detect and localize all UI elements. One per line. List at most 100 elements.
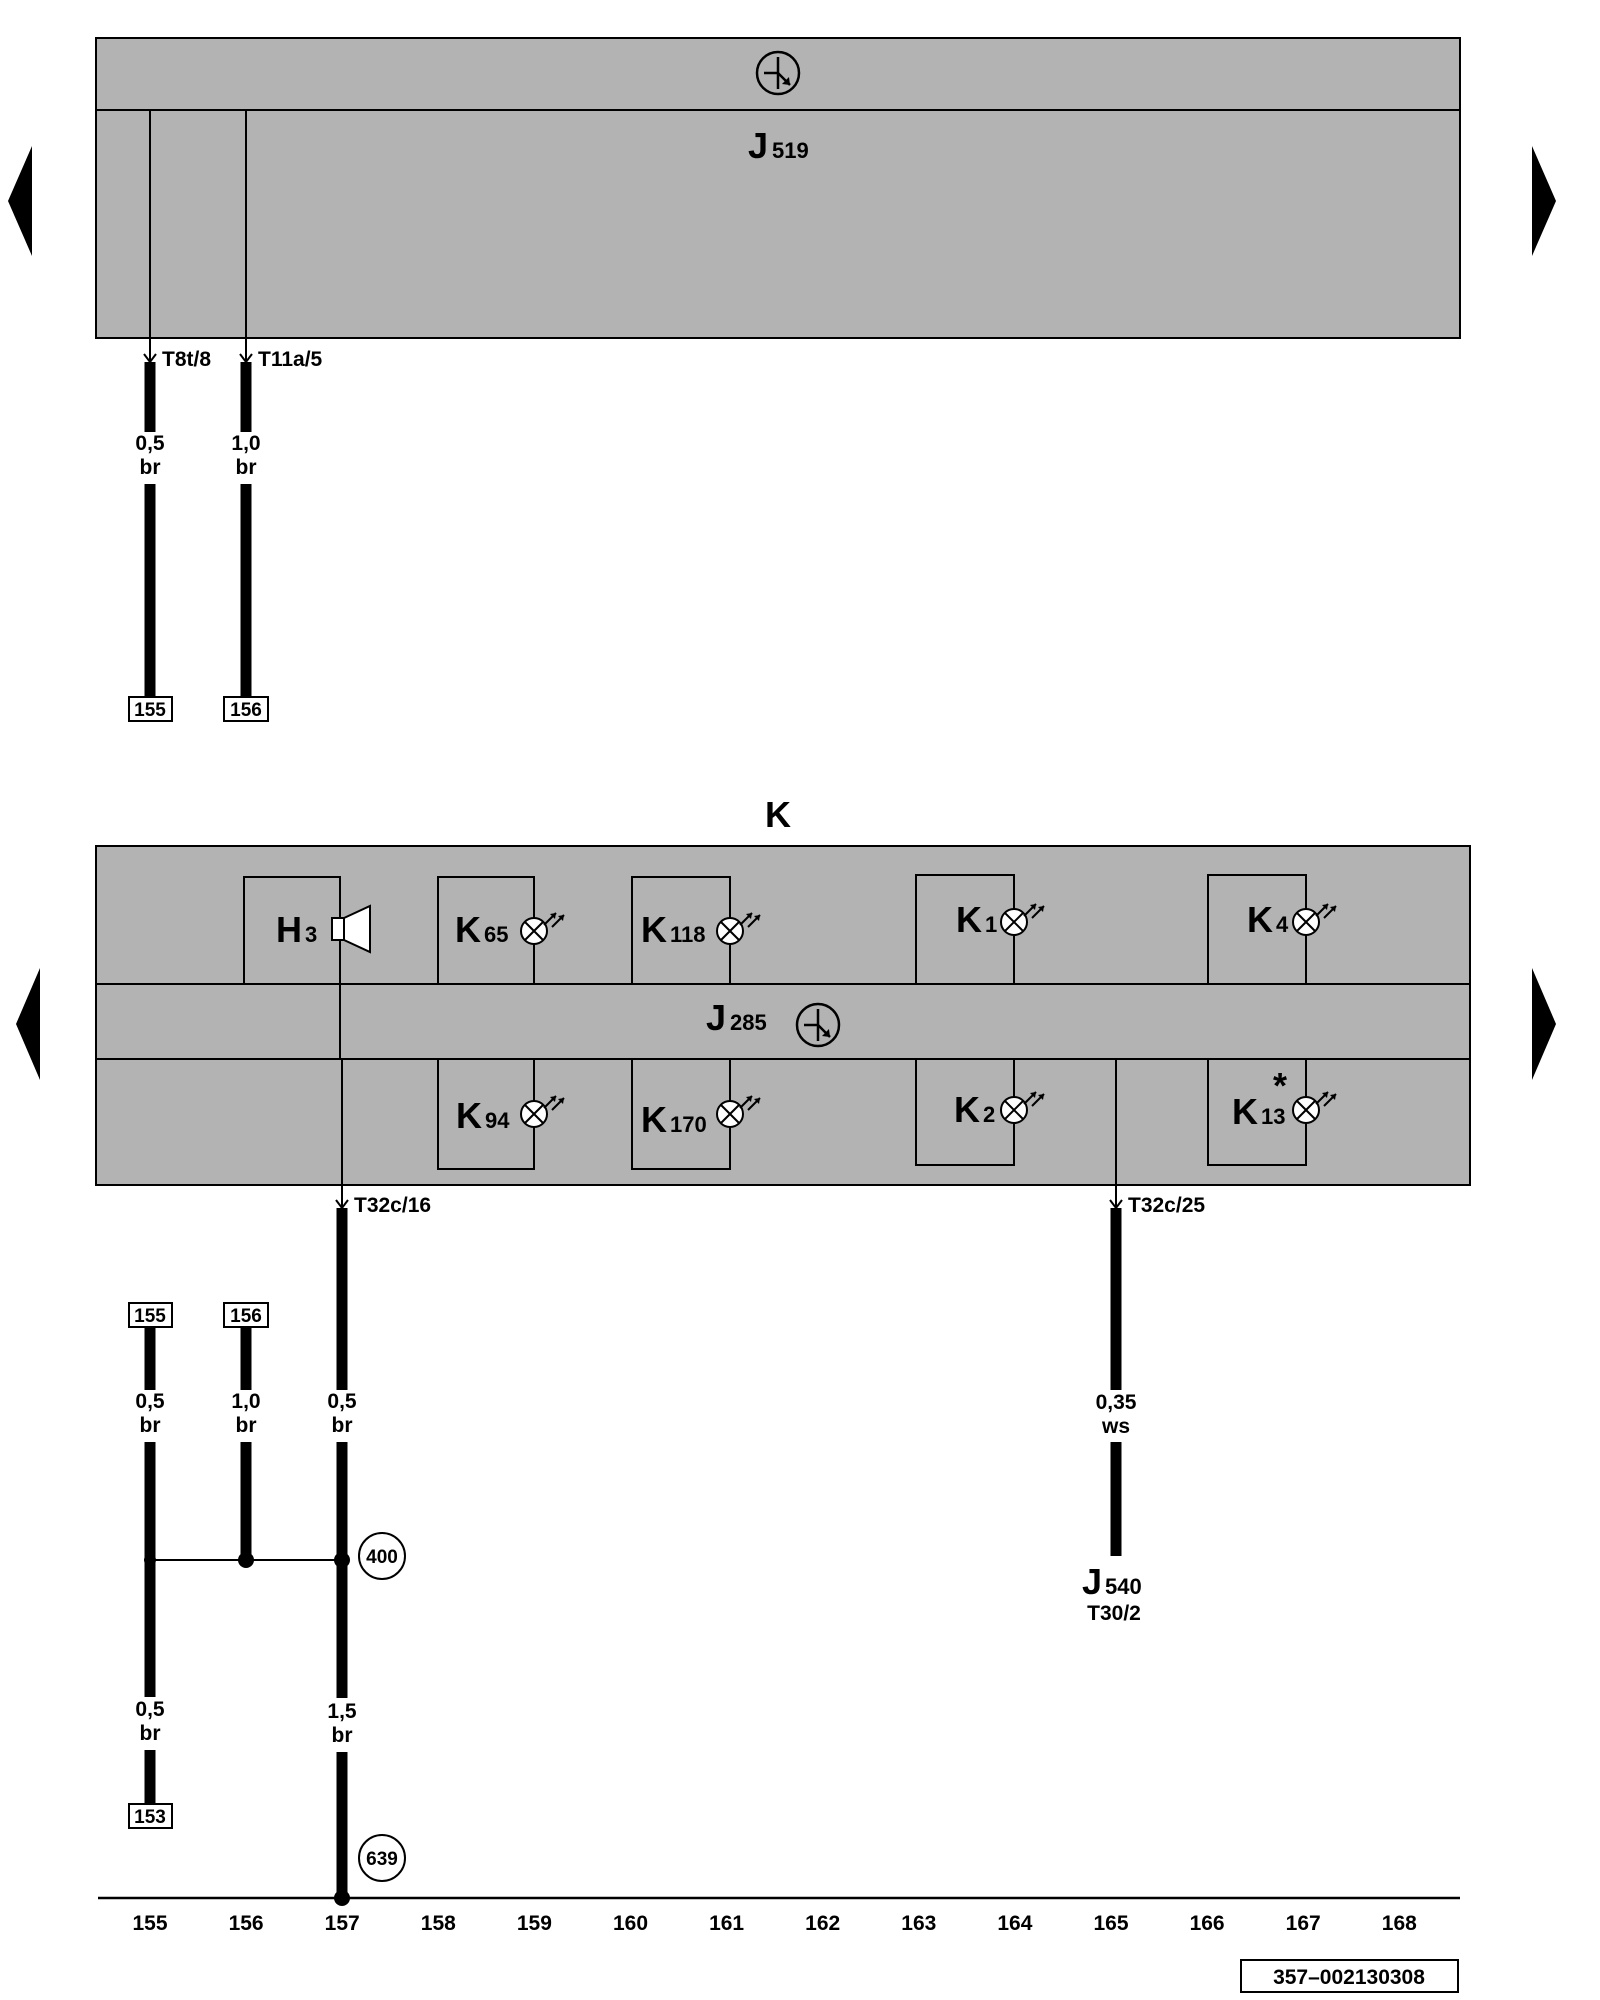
svg-text:H3: H3 (276, 909, 317, 950)
svg-text:T11a/5: T11a/5 (258, 348, 323, 371)
lamp-icons (520, 903, 1337, 1128)
svg-text:T32c/25: T32c/25 (1128, 1194, 1205, 1217)
svg-text:T32c/16: T32c/16 (354, 1194, 431, 1217)
nav-left-arrow-icon[interactable] (16, 968, 40, 1080)
svg-text:156: 156 (230, 700, 262, 721)
svg-text:0,35: 0,35 (1096, 1391, 1137, 1414)
control-unit-icon (795, 1002, 841, 1048)
svg-text:K65: K65 (455, 909, 508, 950)
column-number: 167 (1286, 1912, 1321, 1935)
column-number: 157 (325, 1912, 360, 1935)
instrument-title: K (765, 794, 791, 835)
column-number: 162 (805, 1912, 840, 1935)
svg-text:357–002130308: 357–002130308 (1273, 1966, 1425, 1989)
column-number: 168 (1382, 1912, 1417, 1935)
pin-t32c-25: T32c/25 (1109, 1185, 1205, 1217)
wire-155-top: 0,5 br (135, 362, 165, 697)
lamp-icon (716, 1095, 761, 1128)
control-unit-icon (755, 50, 801, 96)
svg-text:155: 155 (134, 1306, 166, 1327)
svg-text:1,5: 1,5 (327, 1700, 357, 1723)
ref-box-155[interactable]: 155 (128, 696, 173, 722)
svg-text:0,5: 0,5 (327, 1390, 357, 1413)
junction-400: 400 (144, 1532, 406, 1580)
ref-box-153[interactable]: 153 (128, 1803, 173, 1829)
svg-text:br: br (332, 1724, 353, 1747)
svg-text:400: 400 (366, 1547, 398, 1568)
svg-text:639: 639 (366, 1849, 398, 1870)
svg-text:K13: K13 (1232, 1091, 1285, 1132)
lamp-icon (1000, 903, 1045, 936)
svg-text:0,5: 0,5 (135, 1390, 165, 1413)
document-number: 357–002130308 (1240, 1959, 1459, 1993)
svg-text:br: br (332, 1414, 353, 1437)
svg-text:155: 155 (134, 700, 166, 721)
horn-icon (331, 904, 371, 954)
svg-text:T8t/8: T8t/8 (162, 348, 211, 371)
svg-text:br: br (236, 456, 257, 479)
wire-155-lower: 0,5 br 0,5 br (135, 1327, 165, 1804)
pin-t32c-16: T32c/16 (335, 1185, 431, 1217)
module-id: J (748, 125, 768, 166)
svg-text:K1: K1 (956, 899, 997, 940)
svg-text:br: br (140, 1722, 161, 1745)
wire-156-top: 1,0 br (231, 362, 261, 697)
svg-text:br: br (236, 1414, 257, 1437)
lamp-icon (520, 1095, 565, 1128)
svg-text:ws: ws (1101, 1415, 1130, 1438)
wire-165: 0,35 ws (1096, 1208, 1137, 1556)
wire-157: 0,5 br 1,5 br (327, 1208, 357, 1898)
wire-156-lower: 1,0 br (231, 1327, 261, 1554)
nav-left-arrow-icon[interactable] (8, 146, 32, 256)
pin-t11a-5: T11a/5 (239, 338, 323, 371)
column-number: 160 (613, 1912, 648, 1935)
svg-text:*: * (1273, 1065, 1287, 1106)
svg-text:0,5: 0,5 (135, 1698, 165, 1721)
svg-text:br: br (140, 1414, 161, 1437)
ref-box-156-lower[interactable]: 156 (223, 1302, 269, 1328)
ref-box-155-lower[interactable]: 155 (128, 1302, 173, 1328)
lamp-icon (520, 912, 565, 945)
svg-text:K4: K4 (1247, 899, 1289, 940)
lamp-icon (1292, 903, 1337, 936)
svg-text:1,0: 1,0 (231, 432, 260, 455)
ref-box-156[interactable]: 156 (223, 696, 269, 722)
nav-right-arrow-icon[interactable] (1532, 146, 1556, 256)
module-id-sub: 519 (772, 138, 809, 163)
column-number: 164 (997, 1912, 1032, 1935)
svg-text:T30/2: T30/2 (1087, 1602, 1141, 1625)
svg-text:br: br (140, 456, 161, 479)
column-number: 156 (229, 1912, 264, 1935)
column-number: 165 (1093, 1912, 1128, 1935)
svg-text:156: 156 (230, 1306, 262, 1327)
pin-t8t-8: T8t/8 (143, 338, 211, 371)
column-number: 155 (132, 1912, 167, 1935)
lamp-icon (1000, 1091, 1045, 1124)
svg-text:K94: K94 (456, 1095, 510, 1136)
column-number: 159 (517, 1912, 552, 1935)
lamp-icon (1292, 1091, 1337, 1124)
column-number: 166 (1190, 1912, 1225, 1935)
lamp-icon (716, 912, 761, 945)
svg-text:0,5: 0,5 (135, 432, 165, 455)
nav-right-arrow-icon[interactable] (1532, 968, 1556, 1080)
svg-text:153: 153 (134, 1807, 166, 1828)
column-number: 161 (709, 1912, 744, 1935)
